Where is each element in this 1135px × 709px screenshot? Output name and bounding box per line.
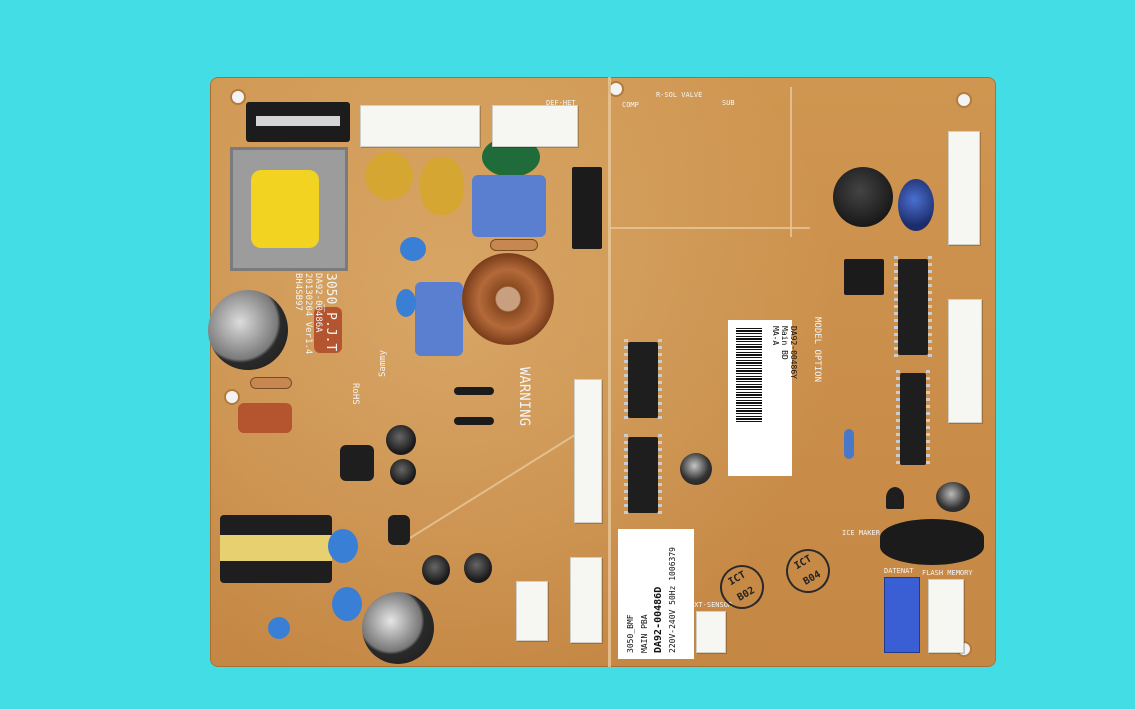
mounting-hole	[232, 91, 244, 103]
part-line: 20130204 Ver1.4	[303, 273, 313, 355]
stamp-text: ICT B04	[792, 553, 823, 588]
transformer	[230, 147, 348, 271]
connector	[360, 105, 480, 147]
conn-label-sub: SUB	[722, 99, 735, 107]
connector	[570, 557, 602, 643]
transistor	[340, 445, 374, 481]
toroid-inductor	[462, 253, 554, 345]
part-line: BH4SB97	[293, 273, 303, 311]
voltage-regulator	[844, 259, 884, 295]
transistor	[886, 487, 904, 509]
board-trace	[610, 227, 810, 229]
rohs-text: RoHS	[350, 383, 360, 405]
part-lines: 3050_P.J.T DA92-00486A 20130204 Ver1.4 B…	[293, 273, 338, 354]
mounting-hole	[610, 83, 622, 95]
relay	[472, 175, 546, 237]
electrolytic-capacitor	[898, 179, 934, 231]
resistor	[490, 239, 538, 251]
model-option-text: MODEL OPTION	[812, 317, 822, 383]
conn-label-ext-sensor: EXT-SENSOR	[690, 601, 733, 609]
model-text: 3050_BMF MAIN PBA DA92-00486D 220V-240V …	[624, 547, 680, 653]
electrolytic-capacitor	[362, 592, 434, 664]
electrolytic-capacitor	[936, 482, 970, 512]
ic-chip	[624, 434, 662, 516]
transistor	[388, 515, 410, 545]
connector	[574, 379, 602, 523]
model-sticker: 3050_BMF MAIN PBA DA92-00486D 220V-240V …	[618, 529, 694, 659]
electrolytic-capacitor	[390, 459, 416, 485]
disc-capacitor	[400, 237, 426, 261]
model-line: DA92-00486D	[653, 586, 664, 653]
conn-label-solenoid: R-SOL VALVE	[656, 91, 703, 99]
mounting-hole	[958, 94, 970, 106]
disc-capacitor	[268, 617, 290, 639]
film-capacitor	[420, 157, 464, 215]
fuse-holder	[246, 102, 350, 142]
conn-label-ice-maker: ICE MAKER	[842, 529, 880, 537]
barcode	[736, 328, 762, 424]
circuit-board: Sammy RoHS 3050_P.J.T DA92-00486A 201302…	[208, 77, 996, 667]
warning-text: WARNING	[516, 367, 532, 427]
model-line: 220V-240V 50Hz 1006379	[668, 547, 677, 653]
conn-label-flash-memory: FLASH MEMORY	[922, 569, 973, 577]
board-trace	[409, 431, 581, 539]
part-line: DA92-00486A	[313, 273, 323, 333]
conn-label-def-het: DEF-HET	[546, 99, 576, 107]
connector	[948, 131, 980, 245]
part-line: 3050_P.J.T	[323, 273, 338, 352]
board-trace	[790, 87, 792, 237]
flyback-transformer	[220, 515, 332, 583]
resistor	[250, 377, 292, 389]
model-line: MAIN PBA	[640, 614, 649, 653]
film-capacitor	[314, 307, 342, 353]
disc-capacitor	[328, 529, 358, 563]
connector	[884, 577, 920, 653]
inspection-stamp: ICT B04	[777, 540, 839, 602]
diode	[454, 417, 494, 425]
ic-chip	[896, 370, 930, 468]
disc-capacitor	[396, 289, 416, 317]
conn-label-datenat: DATENAT	[884, 567, 914, 575]
diode	[454, 387, 494, 395]
electrolytic-capacitor	[422, 555, 450, 585]
barcode-sticker: DA92-00486Y Main BD MA-A	[728, 320, 798, 476]
relay	[572, 167, 602, 249]
connector	[928, 579, 964, 653]
buzzer	[880, 519, 984, 565]
conn-label-comp: COMP	[622, 101, 639, 109]
mounting-hole	[226, 391, 238, 403]
barcode-text: DA92-00486Y Main BD MA-A	[771, 326, 798, 379]
electrolytic-capacitor	[464, 553, 492, 583]
connector	[948, 299, 982, 423]
model-line: 3050_BMF	[626, 614, 635, 653]
ic-chip	[894, 256, 932, 358]
film-capacitor	[365, 152, 413, 200]
electrolytic-capacitor	[208, 290, 288, 370]
electrolytic-capacitor	[680, 453, 712, 485]
electrolytic-capacitor	[386, 425, 416, 455]
disc-capacitor	[332, 587, 362, 621]
ic-chip	[624, 339, 662, 421]
barcode-line: MA-A	[771, 326, 780, 346]
connector	[696, 611, 726, 653]
barcode-line: Main BD	[780, 326, 789, 360]
board-trace	[608, 77, 611, 667]
connector	[492, 105, 578, 147]
barcode-line: DA92-00486Y	[789, 326, 798, 379]
film-capacitor	[238, 403, 292, 433]
blue-component	[844, 429, 854, 459]
relay	[415, 282, 463, 356]
logo-text: Sammy	[378, 349, 388, 377]
connector	[516, 581, 548, 641]
electrolytic-capacitor	[833, 167, 893, 227]
